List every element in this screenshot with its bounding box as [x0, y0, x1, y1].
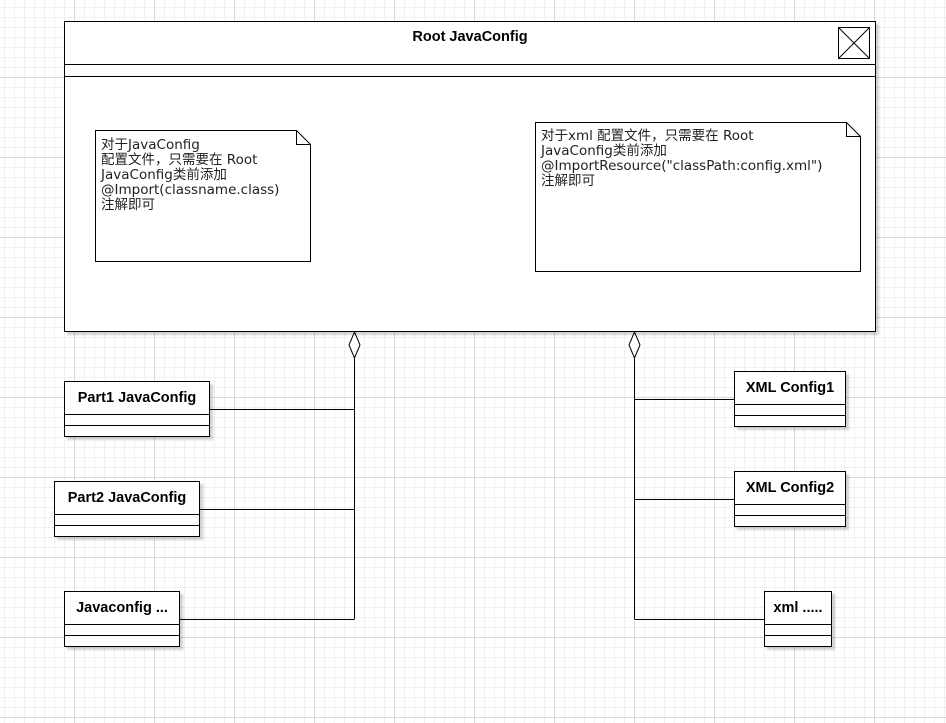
note-javaconfig-text: 对于JavaConfig 配置文件，只需要在 Root JavaConfig类前… [101, 137, 280, 213]
method-divider [735, 415, 845, 416]
note-xml-config-text: 对于xml 配置文件，只需要在 Root JavaConfig类前添加 @Imp… [541, 128, 823, 189]
class-title: Part1 JavaConfig [77, 390, 197, 406]
attribute-divider [765, 624, 831, 625]
class-part1-javaconfig[interactable]: Part1 JavaConfig [64, 381, 210, 437]
attribute-divider [65, 624, 179, 625]
class-title: xml ..... [773, 600, 823, 616]
method-divider [735, 515, 845, 516]
method-divider [65, 635, 179, 636]
class-title: XML Config2 [745, 480, 835, 496]
diamond-aggregation-icon [348, 330, 361, 360]
class-title: Part2 JavaConfig [67, 490, 187, 506]
method-divider [65, 76, 875, 77]
note-xml-config[interactable]: 对于xml 配置文件，只需要在 Root JavaConfig类前添加 @Imp… [535, 122, 861, 272]
root-class-title: Root JavaConfig [412, 29, 528, 45]
method-divider [65, 425, 209, 426]
note-javaconfig[interactable]: 对于JavaConfig 配置文件，只需要在 Root JavaConfig类前… [95, 130, 311, 262]
class-xml-config1[interactable]: XML Config1 [734, 371, 846, 427]
attribute-divider [55, 514, 199, 515]
diamond-aggregation-icon [628, 330, 641, 360]
class-xml-more[interactable]: xml ..... [764, 591, 832, 647]
class-javaconfig-more[interactable]: Javaconfig ... [64, 591, 180, 647]
class-title: Javaconfig ... [76, 600, 168, 616]
class-title: XML Config1 [745, 380, 835, 396]
class-xml-config2[interactable]: XML Config2 [734, 471, 846, 527]
attribute-divider [65, 414, 209, 415]
class-part2-javaconfig[interactable]: Part2 JavaConfig [54, 481, 200, 537]
attribute-divider [735, 504, 845, 505]
attribute-divider [65, 64, 875, 65]
root-javaconfig-class[interactable]: Root JavaConfig 对于JavaConfig 配置文件，只需要在 R… [64, 21, 876, 332]
attribute-divider [735, 404, 845, 405]
method-divider [765, 635, 831, 636]
close-box-icon[interactable] [838, 27, 870, 59]
method-divider [55, 525, 199, 526]
